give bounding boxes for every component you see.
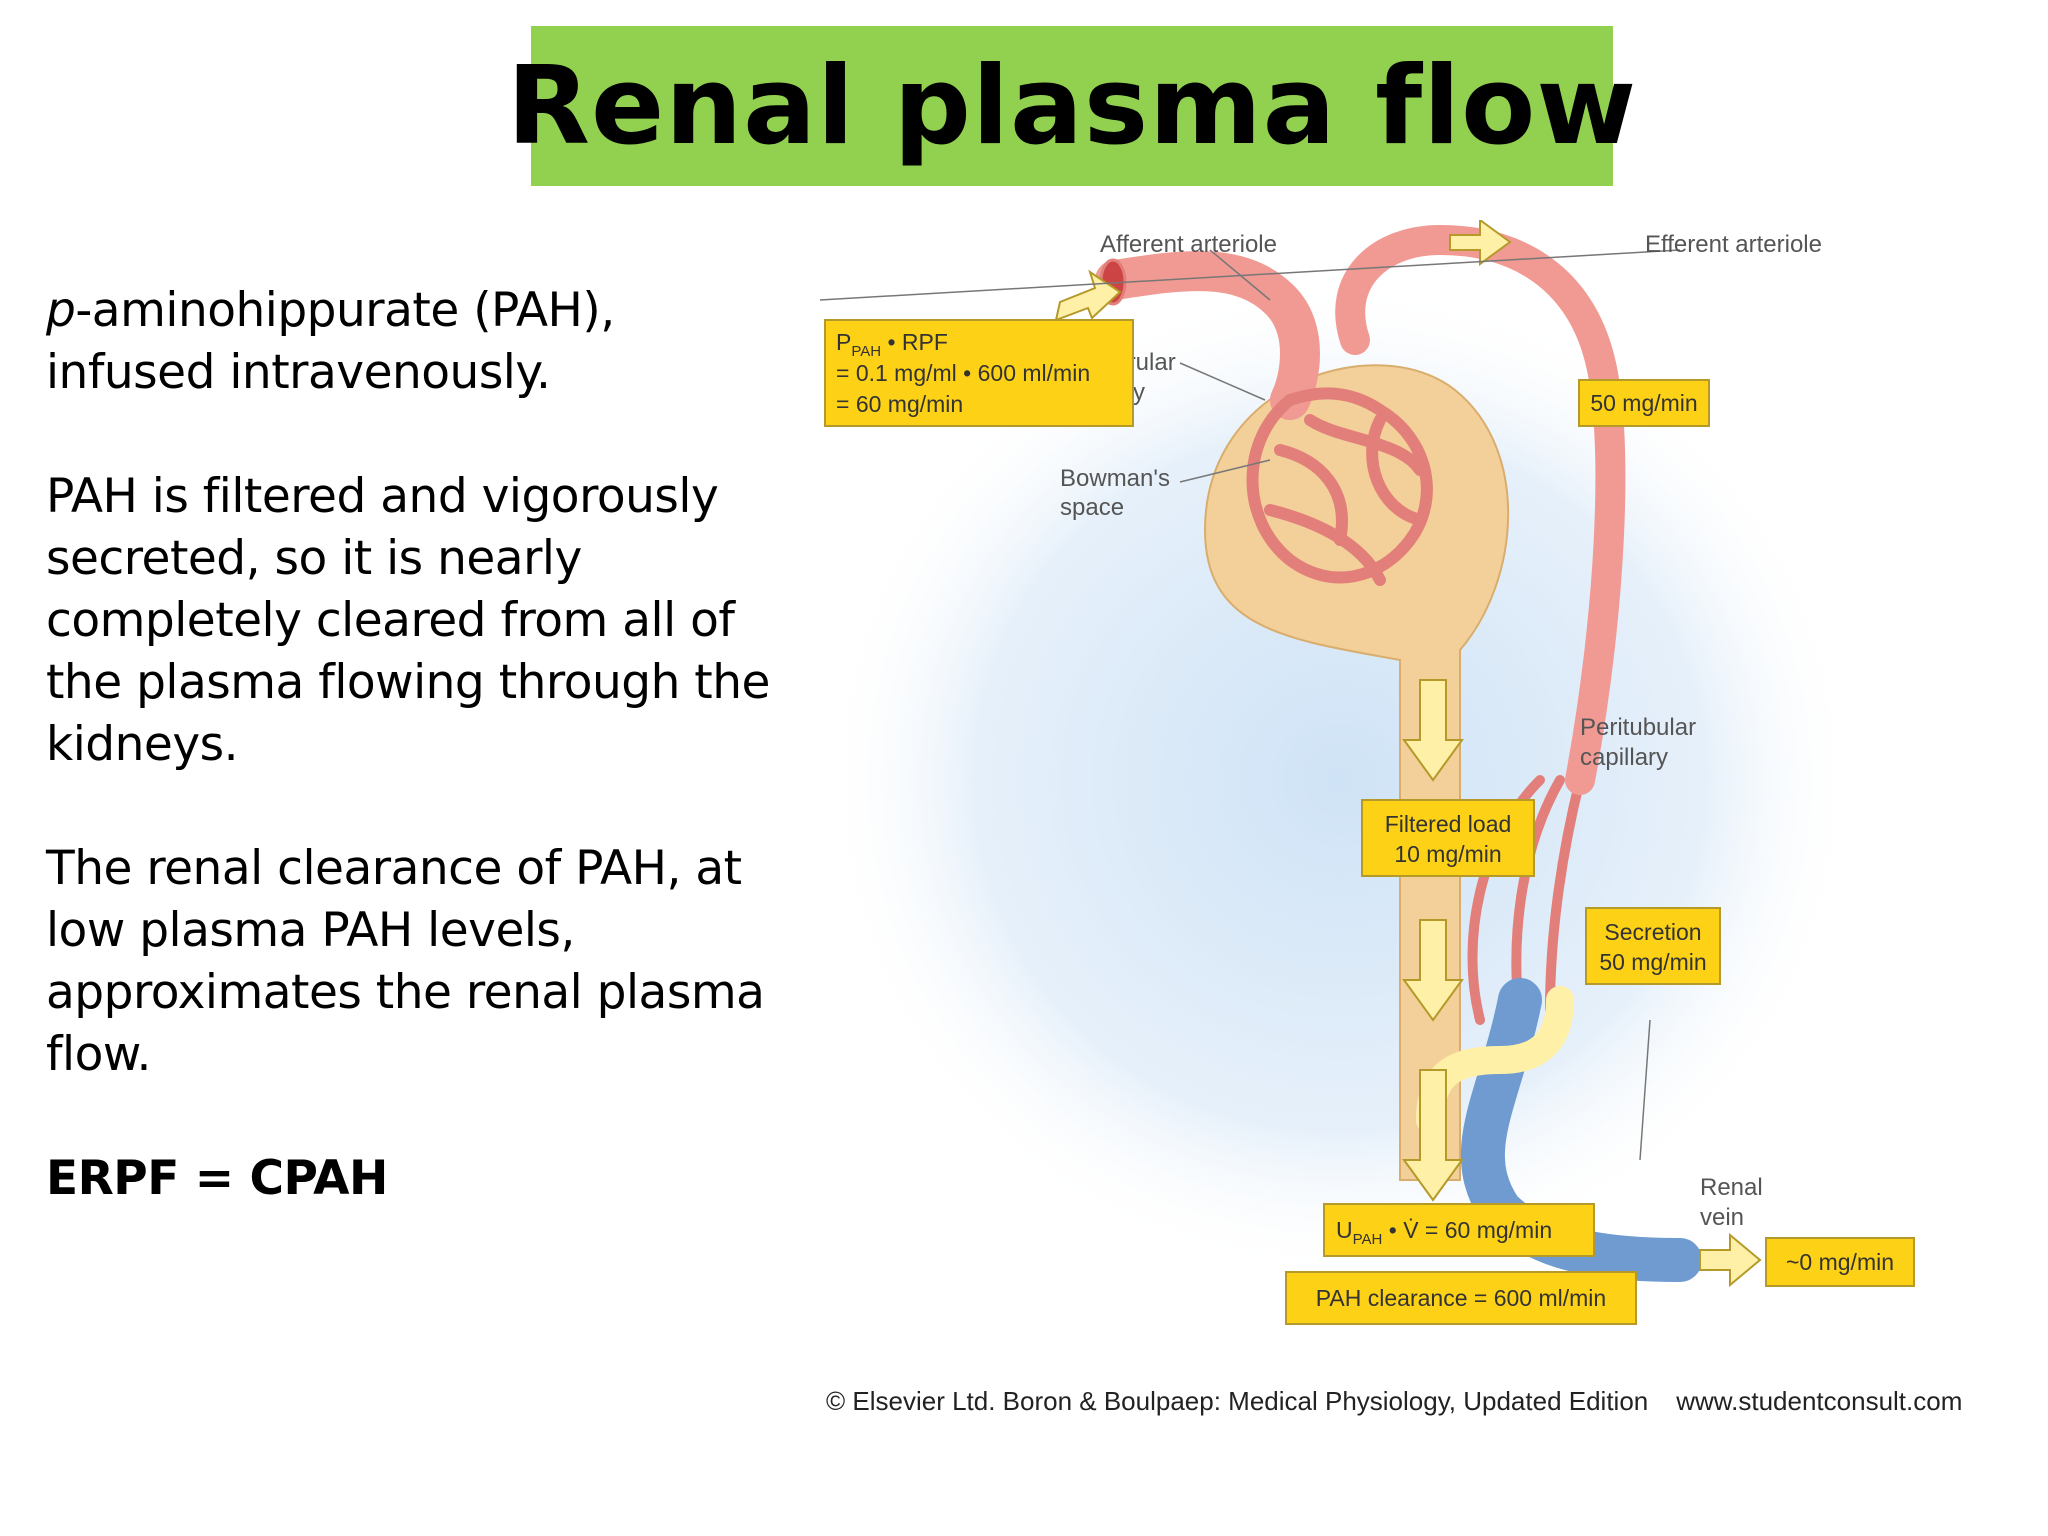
efferent-load: 50 mg/min xyxy=(1590,390,1697,416)
leader-lines xyxy=(820,249,1681,1161)
p2-line: completely cleared from all of xyxy=(46,593,735,648)
label-efferent: Efferent arteriole xyxy=(1645,231,1822,258)
label-renal-1: Renal xyxy=(1700,1174,1763,1201)
urine-rest: • V̇ = 60 mg/min xyxy=(1382,1217,1552,1243)
credit-url: www.studentconsult.com xyxy=(1676,1386,1963,1416)
box-urine: UPAH • V̇ = 60 mg/min xyxy=(1323,1203,1595,1257)
p2-line: PAH is filtered and vigorously xyxy=(46,469,719,524)
box-vein-out: ~0 mg/min xyxy=(1765,1237,1915,1287)
urine-u: U xyxy=(1336,1217,1353,1243)
italic-p: p xyxy=(46,283,76,338)
input-line3: = 60 mg/min xyxy=(836,391,963,417)
p3-line: flow. xyxy=(46,1027,151,1082)
p3-line: The renal clearance of PAH, at xyxy=(46,841,742,896)
label-bowmans-1: Bowman's xyxy=(1060,465,1170,492)
p3-line: low plasma PAH levels, xyxy=(46,903,575,958)
p1-line1: -aminohippurate (PAH), xyxy=(75,283,615,338)
input-p: P xyxy=(836,329,851,355)
arrow-tubule xyxy=(1402,919,1464,1022)
svg-text:PPAH • RPF: PPAH • RPF xyxy=(836,329,948,360)
svg-text:UPAH • V̇ = 60 mg/min: UPAH • V̇ = 60 mg/min xyxy=(1336,1217,1552,1248)
body-text: p-aminohippurate (PAH), infused intraven… xyxy=(46,280,816,1210)
secretion-2: 50 mg/min xyxy=(1599,949,1706,975)
formula-erpf: ERPF = CPAH xyxy=(46,1151,388,1206)
filtered-2: 10 mg/min xyxy=(1394,841,1501,867)
arrow-efferent xyxy=(1449,220,1512,266)
arrow-vein-out xyxy=(1699,1232,1762,1288)
label-peritubular-2: capillary xyxy=(1580,744,1668,771)
box-clearance: PAH clearance = 600 ml/min xyxy=(1285,1271,1637,1325)
arrow-urine xyxy=(1402,1069,1464,1202)
box-input: PPAH • RPF = 0.1 mg/ml • 600 ml/min = 60… xyxy=(824,319,1134,427)
p3-line: approximates the renal plasma xyxy=(46,965,765,1020)
credit-source: © Elsevier Ltd. Boron & Boulpaep: Medica… xyxy=(826,1386,1649,1416)
paragraph-pah-infusion: p-aminohippurate (PAH), infused intraven… xyxy=(46,280,816,404)
input-rest: • RPF xyxy=(881,329,948,355)
box-filtered-load: Filtered load 10 mg/min xyxy=(1361,799,1535,877)
label-peritubular-1: Peritubular xyxy=(1580,714,1696,741)
slide-title: Renal plasma flow xyxy=(506,43,1638,169)
p2-line: the plasma flowing through the xyxy=(46,655,770,710)
p1-line2: infused intravenously. xyxy=(46,345,551,400)
efferent-arteriole xyxy=(1335,224,1626,795)
urine-sub: PAH xyxy=(1353,1231,1383,1248)
input-sub: PAH xyxy=(851,343,881,360)
vein-out-text: ~0 mg/min xyxy=(1786,1249,1894,1275)
title-banner: Renal plasma flow xyxy=(507,26,1636,186)
glomerular-tuft xyxy=(1246,387,1433,586)
afferent-arteriole xyxy=(1095,251,1320,420)
p2-line: kidneys. xyxy=(46,717,239,772)
filtered-1: Filtered load xyxy=(1385,811,1512,837)
label-afferent: Afferent arteriole xyxy=(1100,231,1277,258)
nephron-diagram: Afferent arteriole Efferent arteriole Gl… xyxy=(820,220,1915,1325)
input-line2: = 0.1 mg/ml • 600 ml/min xyxy=(836,360,1090,386)
box-secretion: Secretion 50 mg/min xyxy=(1585,907,1721,985)
p2-line: secreted, so it is nearly xyxy=(46,531,582,586)
secretion-1: Secretion xyxy=(1604,919,1701,945)
paragraph-secretion: PAH is filtered and vigorously secreted,… xyxy=(46,466,816,776)
clearance-text: PAH clearance = 600 ml/min xyxy=(1316,1285,1606,1311)
label-bowmans-2: space xyxy=(1060,494,1124,521)
source-credit: © Elsevier Ltd. Boron & Boulpaep: Medica… xyxy=(826,1386,1962,1417)
label-renal-2: vein xyxy=(1700,1204,1744,1231)
arrow-filtration xyxy=(1402,679,1464,782)
box-efferent-load: 50 mg/min xyxy=(1578,379,1710,427)
paragraph-clearance: The renal clearance of PAH, at low plasm… xyxy=(46,838,816,1086)
